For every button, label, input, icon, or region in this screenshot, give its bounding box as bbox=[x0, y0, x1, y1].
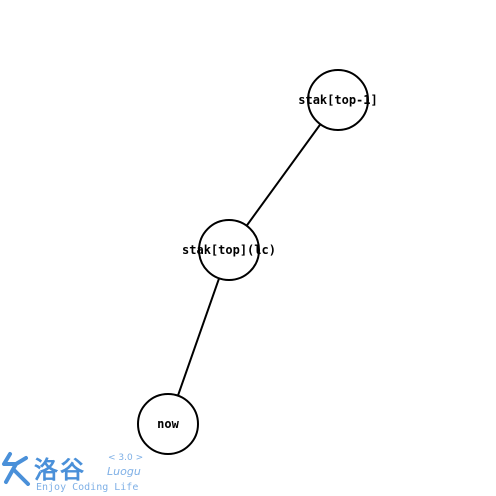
watermark-name: Luogu bbox=[107, 465, 141, 478]
watermark-cjk-text: 洛谷 bbox=[34, 456, 86, 484]
node-label: stak[top](lc) bbox=[182, 243, 276, 257]
node-label: stak[top-1] bbox=[298, 93, 377, 107]
node-circle bbox=[198, 219, 260, 281]
edge-n2-n3 bbox=[176, 277, 221, 397]
watermark-version: < 3.0 > bbox=[108, 453, 144, 463]
node-label: now bbox=[157, 417, 179, 431]
watermark-tagline: Enjoy Coding Life bbox=[36, 482, 139, 493]
tree-node: stak[top](lc) bbox=[182, 219, 276, 281]
node-circle bbox=[307, 69, 369, 131]
tree-node: stak[top-1] bbox=[298, 69, 378, 131]
luogu-logo-icon bbox=[2, 452, 30, 486]
node-circle bbox=[137, 393, 199, 455]
luogu-watermark: 洛谷 < 3.0 > Luogu Enjoy Coding Life bbox=[0, 448, 170, 496]
edge-n1-n2 bbox=[245, 123, 322, 227]
tree-node: now bbox=[137, 393, 199, 455]
nodes-layer: stak[top-1] stak[top](lc) now bbox=[137, 69, 378, 455]
edges-layer bbox=[176, 123, 322, 397]
